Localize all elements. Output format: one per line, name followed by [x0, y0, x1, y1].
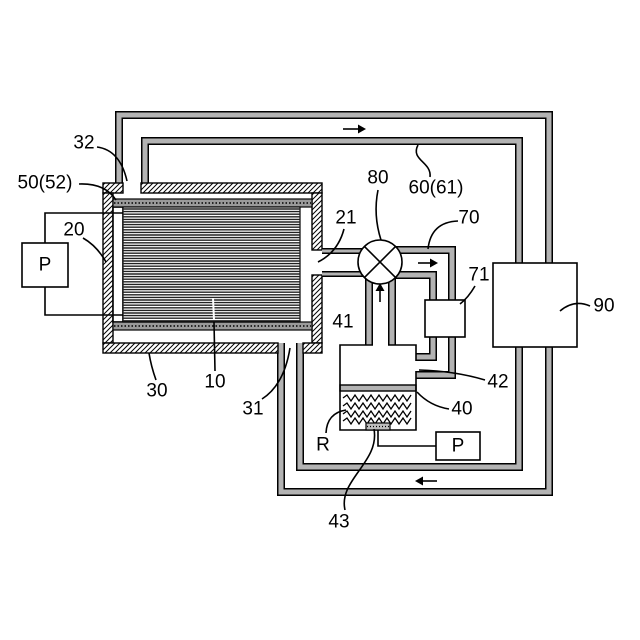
pump-label-left: P	[39, 255, 52, 276]
label-50-52: 50(52)	[18, 173, 73, 194]
leader-10-tip	[213, 298, 214, 320]
heater-element	[366, 423, 390, 430]
unit-box	[493, 263, 577, 347]
end-plate-strip	[113, 207, 123, 322]
label-21: 21	[335, 208, 356, 229]
label-70: 70	[458, 208, 479, 229]
casing-wall-segment	[312, 275, 322, 343]
label-80: 80	[367, 168, 388, 189]
label-60-61: 60(61)	[409, 178, 464, 199]
label-10: 10	[204, 372, 225, 393]
leader-10	[214, 322, 215, 371]
casing-wall-segment	[103, 183, 123, 193]
casing-wall-segment	[103, 193, 113, 343]
liquid-surface	[340, 385, 416, 391]
casing-wall-segment	[312, 193, 322, 250]
sensor-box	[425, 300, 465, 337]
label-90: 90	[593, 296, 614, 317]
label-41: 41	[332, 312, 353, 333]
label-r: R	[316, 435, 330, 456]
pump-label-right: P	[452, 436, 465, 457]
label-40: 40	[451, 399, 472, 420]
label-30: 30	[146, 381, 167, 402]
label-20: 20	[63, 220, 84, 241]
label-32: 32	[73, 133, 94, 154]
casing-wall-segment	[303, 343, 322, 353]
tank	[340, 345, 416, 430]
label-42: 42	[487, 372, 508, 393]
valve	[358, 240, 402, 284]
label-43: 43	[328, 512, 349, 533]
cell-stack-assembly	[113, 199, 312, 330]
label-71: 71	[468, 265, 489, 286]
casing-wall-segment	[103, 343, 278, 353]
label-31: 31	[242, 399, 263, 420]
casing-wall-segment	[141, 183, 322, 193]
